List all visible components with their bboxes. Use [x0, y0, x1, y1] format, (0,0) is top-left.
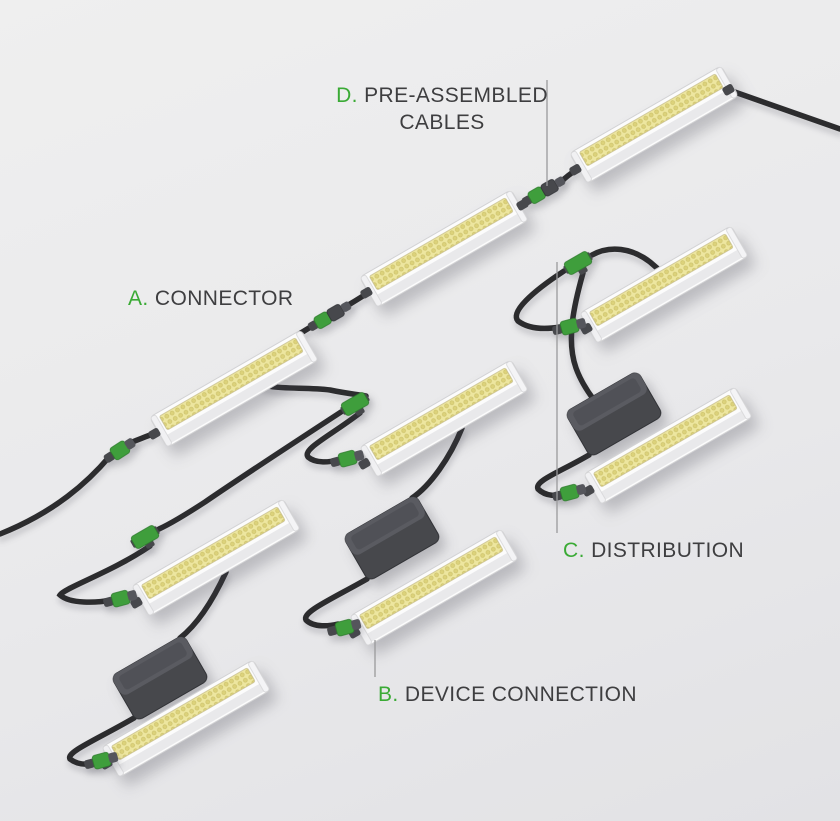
inline-connector-pair — [305, 298, 354, 335]
label-connector: A. CONNECTOR — [128, 287, 294, 310]
cable-boxB-to-bar8 — [303, 576, 370, 629]
cable-tee7-drop — [56, 543, 153, 605]
cable-tee-chain — [156, 409, 344, 532]
light-bar — [131, 498, 302, 618]
callout-lines-layer — [374, 80, 558, 677]
label-pre-assembled-cables: D. PRE-ASSEMBLED CABLES — [334, 82, 550, 136]
light-bar — [579, 225, 750, 345]
cable-supply-right — [726, 87, 840, 132]
cable-boxBL-supply — [177, 569, 229, 641]
device-connector — [550, 481, 588, 505]
cables-layer — [0, 87, 840, 767]
label-d-line1: D. PRE-ASSEMBLED — [336, 84, 548, 107]
light-bar — [359, 189, 530, 309]
device-connector — [100, 435, 139, 467]
label-a-letter: A. — [128, 287, 149, 310]
cable-boxB-supply — [409, 425, 465, 501]
cable-tee-to-box — [568, 270, 597, 403]
light-bar — [569, 65, 740, 185]
inline-connector-pair — [519, 173, 568, 210]
label-d-line2: CABLES — [399, 111, 485, 134]
device-connection-box — [342, 493, 442, 583]
cable-supply-left — [0, 453, 113, 537]
label-b-letter: B. — [378, 683, 399, 706]
cable-tee-to-bar3 — [513, 268, 567, 332]
label-distribution: C. DISTRIBUTION — [563, 539, 745, 562]
label-device-connection: B. DEVICE CONNECTION — [378, 683, 637, 706]
label-c-letter: C. — [563, 539, 585, 562]
label-d-letter: D. — [336, 84, 358, 107]
cable-tee5-drop — [304, 410, 363, 465]
